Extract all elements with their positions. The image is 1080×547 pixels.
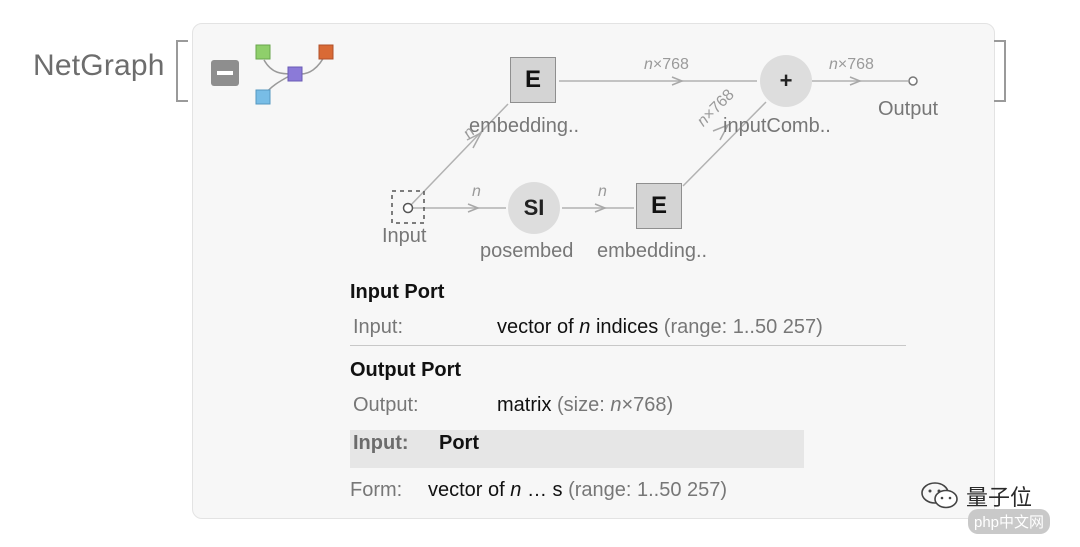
output-port-title: Output Port (350, 359, 462, 381)
tooltip-value: Port (439, 432, 479, 454)
embedding-top-label: embedding.. (469, 115, 580, 137)
form-value: vector of n … s (range: 1..50 257) (428, 479, 728, 501)
output-port-dot (908, 76, 918, 86)
embedding-top-glyph: E (524, 66, 541, 93)
posembed-label: posembed (480, 240, 574, 262)
netgraph-title: NetGraph (33, 49, 165, 82)
left-bracket (176, 40, 188, 102)
right-bracket (994, 40, 1006, 102)
posembed-glyph: SI (523, 195, 545, 220)
input-combine-label: inputComb.. (723, 115, 831, 137)
input-port-marker[interactable] (391, 190, 425, 224)
input-port-label: Input: (353, 316, 404, 338)
embedding-bottom-glyph: E (650, 192, 667, 219)
tooltip-key: Input: (353, 432, 409, 454)
embedding-top-node[interactable]: E (510, 57, 556, 103)
edge-input-to-embed-top (408, 103, 509, 208)
edge-label-posembed-embed: n (598, 183, 607, 200)
form-label: Form: (350, 479, 403, 501)
output-port-value: matrix (size: n×768) (497, 394, 674, 416)
watermark-text: 量子位 (966, 485, 1033, 510)
embedding-bottom-node[interactable]: E (636, 183, 682, 229)
net-icon (255, 44, 334, 105)
edge-label-input-posembed: n (472, 183, 481, 200)
watermark: 量子位 (920, 480, 1032, 512)
section-divider (350, 345, 906, 346)
input-port-value: vector of n indices (range: 1..50 257) (497, 316, 823, 338)
output-port-label: Output: (353, 394, 419, 416)
input-combine-node[interactable]: + (760, 55, 812, 107)
embedding-bottom-label: embedding.. (597, 240, 708, 262)
input-port-title: Input Port (350, 281, 445, 303)
edge-label-plus-out: n×768 (829, 56, 874, 73)
input-label: Input (382, 225, 427, 247)
php-badge: php中文网 (968, 509, 1051, 534)
collapse-button[interactable] (211, 60, 239, 86)
edge-label-top-mid: n×768 (644, 56, 689, 73)
wechat-icon (921, 482, 958, 509)
edge-embed-bottom-to-plus (682, 101, 767, 187)
output-label: Output (878, 98, 939, 120)
plus-icon: + (779, 68, 793, 93)
tooltip-bar: Input: Port (350, 430, 804, 468)
posembed-node[interactable]: SI (508, 182, 560, 234)
